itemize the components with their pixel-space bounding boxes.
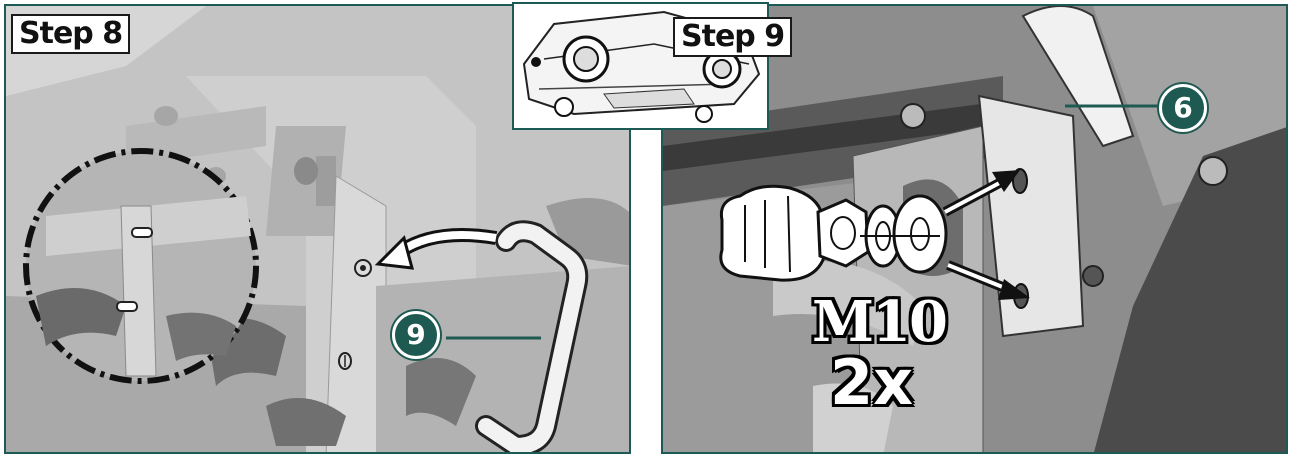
fastener-size-label: M10: [812, 292, 946, 352]
callout-part-6: 6: [1159, 84, 1207, 132]
fastener-quantity-label: 2x: [830, 350, 913, 416]
step-8-label: Step 8: [11, 14, 130, 54]
callout-part-9: 9: [392, 311, 440, 359]
step-9-label: Step 9: [673, 17, 792, 57]
